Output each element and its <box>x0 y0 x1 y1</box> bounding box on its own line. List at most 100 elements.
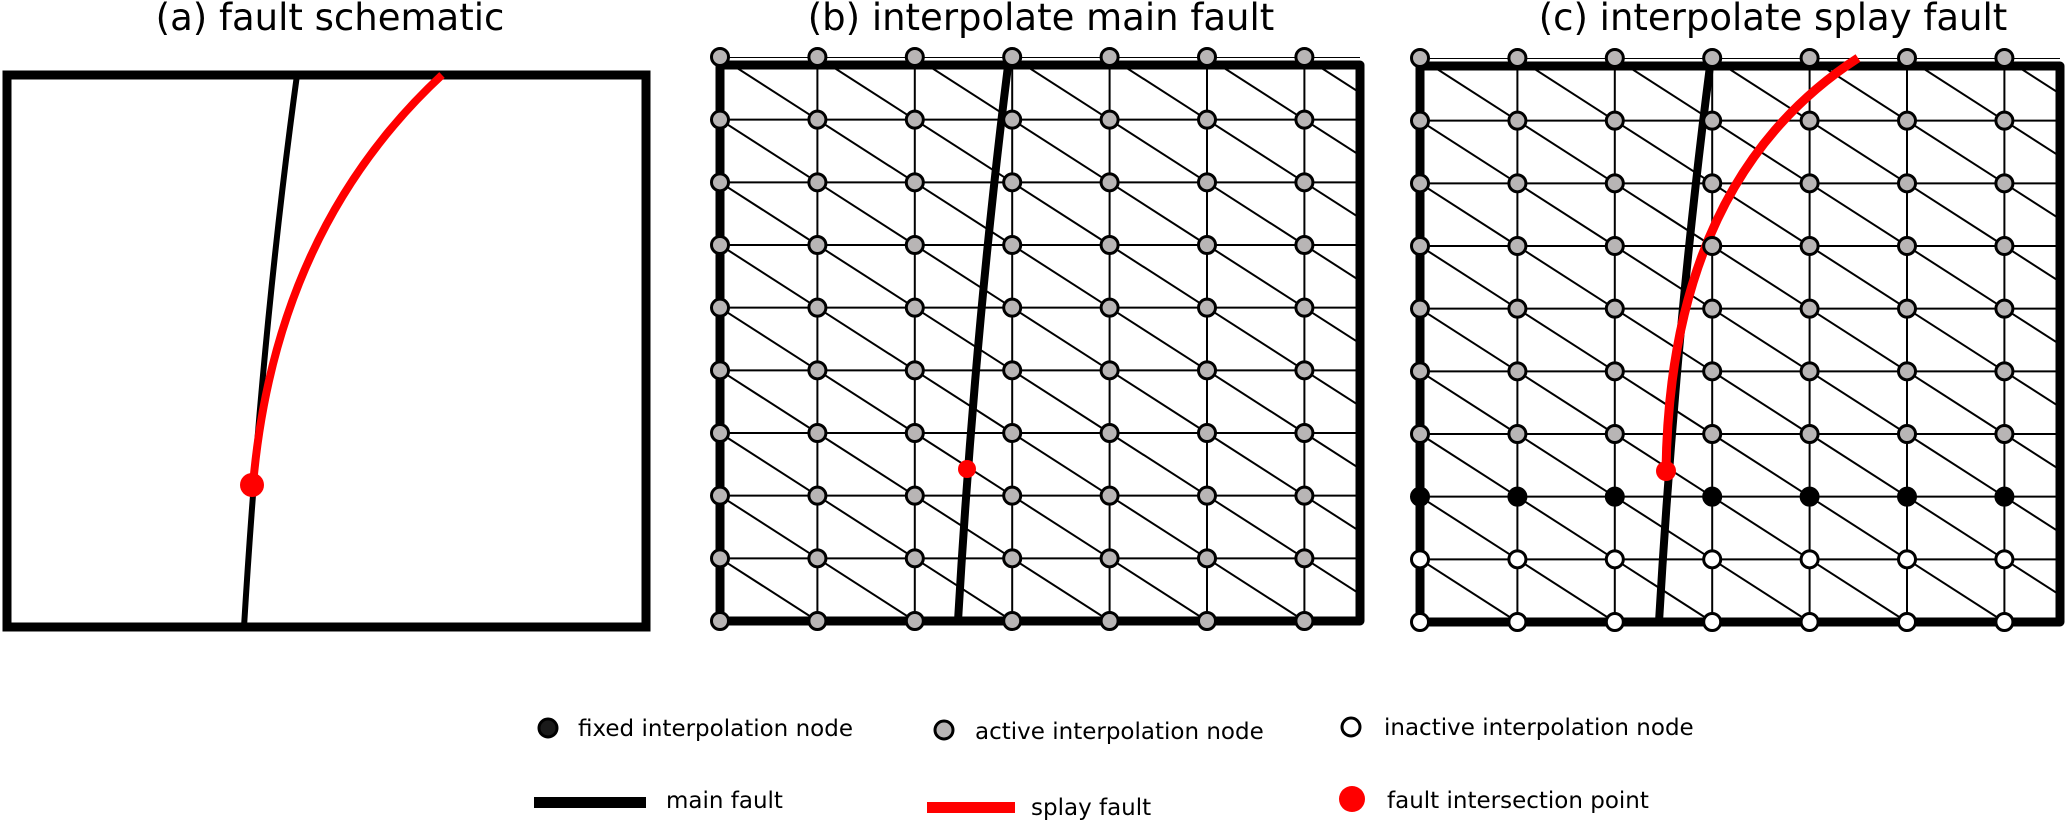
mesh-diagonal-line <box>1809 495 1908 561</box>
splay-fault-line <box>1661 54 1861 472</box>
active-interpolation-node <box>1197 360 1217 381</box>
mesh-diagonal-line <box>1420 245 1518 310</box>
mesh-diagonal-line <box>1711 307 1811 373</box>
mesh-diagonal-line <box>1011 244 1111 309</box>
mesh-diagonal-line <box>2003 558 2060 597</box>
mesh-diagonal-line <box>1906 558 2005 622</box>
legend-intersection-label: fault intersection point <box>1387 788 1649 814</box>
active-interpolation-node <box>807 47 828 67</box>
active-interpolation-node <box>1197 611 1217 631</box>
mesh-diagonal-line <box>816 432 916 497</box>
active-interpolation-node <box>1994 236 2015 256</box>
mesh-diagonal-line <box>1303 557 1360 596</box>
active-interpolation-node <box>1002 47 1023 67</box>
active-interpolation-node <box>1099 172 1120 193</box>
mesh-diagonal-line <box>1011 118 1111 184</box>
panel-c-mesh <box>1410 48 2065 632</box>
active-interpolation-node <box>1410 236 1430 256</box>
mesh-diagonal-line <box>1420 244 1421 246</box>
active-interpolation-node <box>1604 298 1625 319</box>
mesh-diagonal-line <box>816 244 916 309</box>
mesh-diagonal-line <box>1809 307 1908 373</box>
mesh-diagonal-line <box>1711 495 1811 561</box>
mesh-diagonal-line <box>1711 433 1811 498</box>
active-interpolation-node <box>1002 172 1023 193</box>
active-interpolation-node <box>1197 172 1217 193</box>
mesh-diagonal-line <box>914 369 1013 434</box>
active-interpolation-node <box>710 172 730 193</box>
mesh-diagonal-line <box>2003 245 2060 283</box>
main-fault-line <box>241 74 300 628</box>
active-interpolation-node <box>1410 424 1430 444</box>
mesh-diagonal-line <box>1011 369 1111 434</box>
active-interpolation-node <box>1702 173 1723 194</box>
active-interpolation-node <box>1507 110 1528 131</box>
mesh-diagonal-line <box>1516 495 1616 561</box>
mesh-diagonal-line <box>914 181 1013 246</box>
active-interpolation-node <box>1294 423 1315 443</box>
mesh-diagonal-line <box>1420 558 1518 622</box>
mesh-diagonal-line <box>1303 494 1360 533</box>
active-interpolation-node <box>1507 361 1528 382</box>
active-interpolation-node <box>1294 548 1315 569</box>
mesh-diagonal-line <box>720 181 818 246</box>
active-interpolation-node <box>1799 361 1820 382</box>
active-interpolation-node <box>1410 110 1430 131</box>
mesh-diagonal-line <box>1109 369 1208 434</box>
mesh-diagonal-line <box>1011 432 1111 497</box>
active-interpolation-node <box>1410 173 1430 194</box>
mesh-diagonal-line <box>1906 182 2005 247</box>
mesh-diagonal-line <box>1711 370 1811 435</box>
mesh-diagonal-line <box>1206 432 1305 497</box>
mesh-diagonal-line <box>720 118 721 120</box>
mesh-diagonal-line <box>1614 307 1713 373</box>
active-interpolation-node <box>710 423 730 443</box>
active-interpolation-node <box>1294 235 1315 255</box>
fixed-interpolation-node <box>1410 486 1430 507</box>
mesh-diagonal-line <box>1109 432 1208 497</box>
active-interpolation-node <box>710 297 730 318</box>
mesh-diagonal-line <box>1109 181 1208 246</box>
mesh-diagonal-line <box>1420 307 1421 309</box>
mesh-diagonal-line <box>2003 119 2060 158</box>
inactive-interpolation-node <box>1897 549 1917 570</box>
legend-inactive-label: inactive interpolation node <box>1384 715 1694 741</box>
legend-splay-fault-label: splay fault <box>1031 795 1151 820</box>
active-interpolation-node <box>904 423 925 443</box>
mesh-diagonal-line <box>1906 433 2005 498</box>
active-interpolation-node <box>1897 48 1917 68</box>
active-interpolation-node <box>904 172 925 193</box>
active-interpolation-node <box>1897 110 1917 131</box>
active-interpolation-node <box>904 548 925 569</box>
inactive-interpolation-node <box>1604 549 1625 570</box>
active-interpolation-node <box>1099 548 1120 569</box>
active-interpolation-node <box>1994 298 2015 319</box>
active-interpolation-node <box>1197 109 1217 130</box>
mesh-diagonal-line <box>720 432 818 497</box>
mesh-diagonal-line <box>1303 118 1360 157</box>
panel-a-box <box>2 70 651 632</box>
active-interpolation-node <box>1507 236 1528 256</box>
active-interpolation-node <box>807 548 828 569</box>
mesh-diagonal-line <box>2003 182 2060 221</box>
mesh-diagonal-line <box>1011 306 1111 372</box>
fixed-interpolation-node <box>1604 486 1625 507</box>
active-interpolation-node <box>1897 361 1917 382</box>
inactive-interpolation-node <box>1410 549 1430 570</box>
mesh-diagonal-line <box>1420 620 1421 622</box>
mesh-diagonal-line <box>1420 495 1421 497</box>
mesh-diagonal-line <box>720 619 721 621</box>
mesh-diagonal-line <box>816 369 916 434</box>
active-interpolation-node <box>904 235 925 255</box>
inactive-interpolation-node <box>1799 612 1820 632</box>
mesh-diagonal-line <box>720 306 818 372</box>
legend-fixed-label: fixed interpolation node <box>578 716 853 742</box>
inactive-interpolation-node <box>1702 612 1723 632</box>
mesh-diagonal-line <box>1614 370 1713 435</box>
active-interpolation-node <box>1897 424 1917 444</box>
active-interpolation-node <box>1099 297 1120 318</box>
active-interpolation-node <box>1604 110 1625 131</box>
mesh-diagonal-line <box>1516 433 1616 498</box>
active-interpolation-node <box>1099 109 1120 130</box>
mesh-diagonal-line <box>720 244 818 309</box>
